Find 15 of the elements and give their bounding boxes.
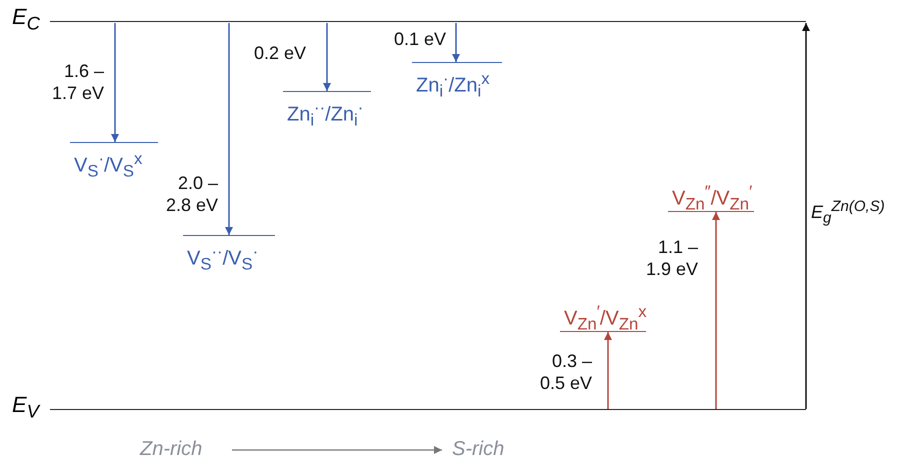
axis-label: S-rich (452, 438, 504, 460)
energy-level (283, 91, 371, 124)
arrow (225, 23, 233, 235)
arrow (111, 23, 119, 142)
arrow (712, 212, 720, 409)
axis-label: Zn-rich (140, 438, 202, 460)
arrow (604, 332, 612, 409)
arrow (452, 23, 460, 62)
energy-level (70, 142, 158, 175)
energy-level (183, 235, 275, 268)
arrow (323, 23, 331, 91)
band-label: E$_{C}$ (12, 6, 40, 34)
energy-level (412, 62, 502, 95)
band-label: E$_{V}$ (12, 394, 39, 422)
arrow (802, 23, 810, 409)
